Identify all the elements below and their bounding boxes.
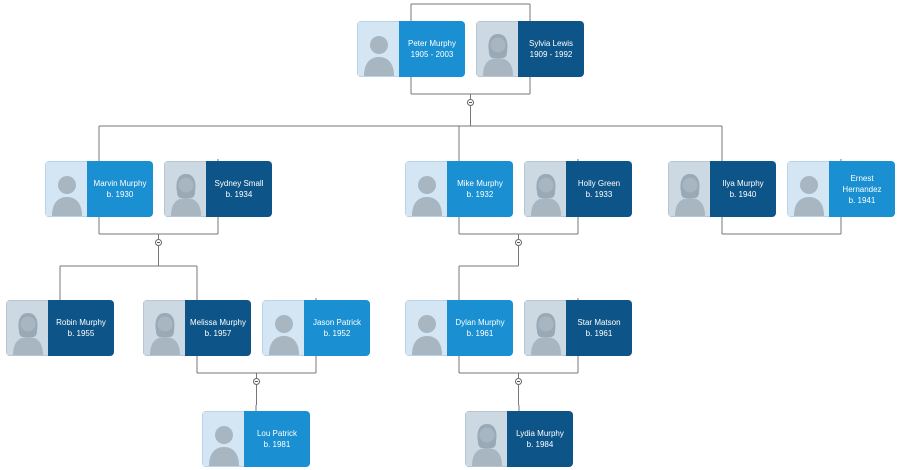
female-avatar-icon: [164, 161, 206, 217]
person-dates: b. 1981: [263, 440, 291, 449]
male-avatar-icon: [357, 21, 399, 77]
male-avatar-icon: [405, 161, 447, 217]
person-info: Jason Patrick b. 1952: [304, 300, 370, 356]
person-card-lou[interactable]: Lou Patrick b. 1981: [202, 411, 310, 467]
person-name: Marvin Murphy: [93, 179, 147, 188]
person-info: Star Matson b. 1961: [566, 300, 632, 356]
female-avatar-icon: [465, 411, 507, 467]
person-dates: b. 1930: [106, 190, 134, 199]
person-info: Marvin Murphy b. 1930: [87, 161, 153, 217]
person-name: Sylvia Lewis: [528, 39, 573, 48]
person-dates: b. 1941: [848, 195, 876, 205]
person-name: Dylan Murphy: [455, 318, 505, 327]
person-info: Holly Green b. 1933: [566, 161, 632, 217]
female-avatar-icon: [476, 21, 518, 77]
male-avatar-icon: [262, 300, 304, 356]
person-card-dylan[interactable]: Dylan Murphy b. 1961: [405, 300, 513, 356]
person-name: Robin Murphy: [56, 318, 106, 327]
female-avatar-icon: [524, 161, 566, 217]
male-avatar-icon: [202, 411, 244, 467]
person-dates: 1909 - 1992: [529, 50, 573, 59]
male-avatar-icon: [405, 300, 447, 356]
person-info: Lydia Murphy b. 1984: [507, 411, 573, 467]
person-dates: b. 1932: [466, 190, 494, 199]
person-card-jason[interactable]: Jason Patrick b. 1952: [262, 300, 370, 356]
person-card-peter[interactable]: Peter Murphy 1905 - 2003: [357, 21, 465, 77]
person-dates: b. 1934: [225, 190, 253, 199]
person-dates: b. 1961: [466, 329, 494, 338]
female-avatar-icon: [524, 300, 566, 356]
collapse-toggle-icon[interactable]: [515, 377, 522, 385]
person-info: Ilya Murphy b. 1940: [710, 161, 776, 217]
person-card-sydney[interactable]: Sydney Small b. 1934: [164, 161, 272, 217]
person-dates: b. 1961: [585, 329, 613, 338]
person-dates: b. 1955: [67, 329, 95, 338]
collapse-toggle-icon[interactable]: [515, 238, 522, 246]
person-card-lydia[interactable]: Lydia Murphy b. 1984: [465, 411, 573, 467]
person-card-sylvia[interactable]: Sylvia Lewis 1909 - 1992: [476, 21, 584, 77]
person-name: Star Matson: [577, 318, 621, 327]
person-info: Sydney Small b. 1934: [206, 161, 272, 217]
person-dates: b. 1952: [323, 329, 351, 338]
person-name: Jason Patrick: [312, 318, 362, 327]
person-name: Melissa Murphy: [189, 318, 246, 327]
person-name: Sydney Small: [214, 179, 264, 188]
person-info: Lou Patrick b. 1981: [244, 411, 310, 467]
person-info: Dylan Murphy b. 1961: [447, 300, 513, 356]
person-info: Melissa Murphy b. 1957: [185, 300, 251, 356]
female-avatar-icon: [6, 300, 48, 356]
person-dates: b. 1957: [204, 329, 232, 338]
person-info: Peter Murphy 1905 - 2003: [399, 21, 465, 77]
person-name: Ernest Hernandez: [842, 173, 882, 194]
person-card-ilya[interactable]: Ilya Murphy b. 1940: [668, 161, 776, 217]
female-avatar-icon: [143, 300, 185, 356]
person-card-holly[interactable]: Holly Green b. 1933: [524, 161, 632, 217]
collapse-toggle-icon[interactable]: [467, 98, 474, 106]
person-dates: b. 1933: [585, 190, 613, 199]
person-dates: b. 1984: [526, 440, 554, 449]
person-card-melissa[interactable]: Melissa Murphy b. 1957: [143, 300, 251, 356]
person-card-star[interactable]: Star Matson b. 1961: [524, 300, 632, 356]
person-name: Holly Green: [577, 179, 621, 188]
male-avatar-icon: [45, 161, 87, 217]
person-info: Robin Murphy b. 1955: [48, 300, 114, 356]
person-dates: b. 1940: [729, 190, 757, 199]
male-avatar-icon: [787, 161, 829, 217]
person-name: Mike Murphy: [457, 179, 503, 188]
person-info: Mike Murphy b. 1932: [447, 161, 513, 217]
collapse-toggle-icon[interactable]: [155, 238, 162, 246]
female-avatar-icon: [668, 161, 710, 217]
person-name: Ilya Murphy: [722, 179, 764, 188]
person-name: Lydia Murphy: [516, 429, 564, 438]
person-info: Sylvia Lewis 1909 - 1992: [518, 21, 584, 77]
person-card-mike[interactable]: Mike Murphy b. 1932: [405, 161, 513, 217]
person-name: Lou Patrick: [256, 429, 298, 438]
person-dates: 1905 - 2003: [410, 50, 454, 59]
person-card-marvin[interactable]: Marvin Murphy b. 1930: [45, 161, 153, 217]
person-name: Peter Murphy: [407, 39, 457, 48]
collapse-toggle-icon[interactable]: [253, 377, 260, 385]
person-card-robin[interactable]: Robin Murphy b. 1955: [6, 300, 114, 356]
